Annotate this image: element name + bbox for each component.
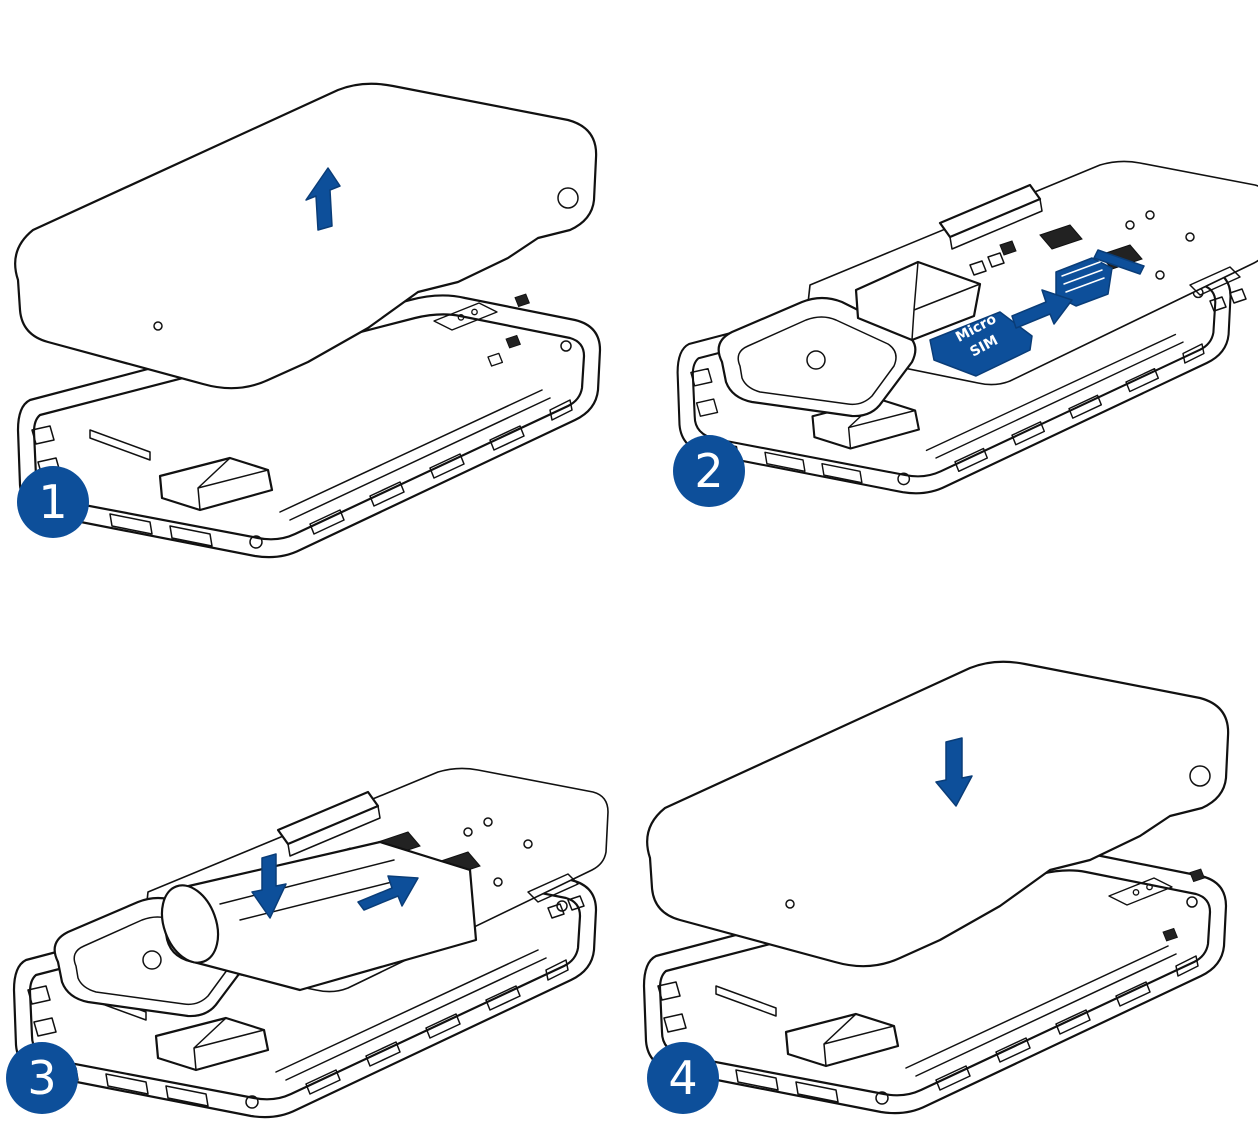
arrow-right-icon [1011, 289, 1073, 329]
panel-step-1: 1 [14, 82, 602, 559]
svg-text:3: 3 [27, 1051, 56, 1105]
svg-text:2: 2 [694, 444, 723, 498]
panel-step-4: 4 [642, 660, 1230, 1115]
arrow-down-icon [935, 737, 973, 807]
step-badge-3: 3 [6, 1042, 78, 1114]
step-badge-1: 1 [17, 466, 89, 538]
arrow-up-icon [305, 167, 341, 231]
micro-sim-card: Micro SIM [929, 311, 1033, 377]
panel-step-3: 3 [6, 767, 610, 1119]
arrow-right-icon [357, 875, 419, 911]
arrow-down-icon [251, 853, 287, 919]
svg-text:4: 4 [668, 1051, 697, 1105]
step-badge-4: 4 [647, 1042, 719, 1114]
svg-text:1: 1 [38, 475, 67, 529]
panel-step-2: Micro SIM 2 [673, 160, 1258, 507]
step-badge-2: 2 [673, 435, 745, 507]
